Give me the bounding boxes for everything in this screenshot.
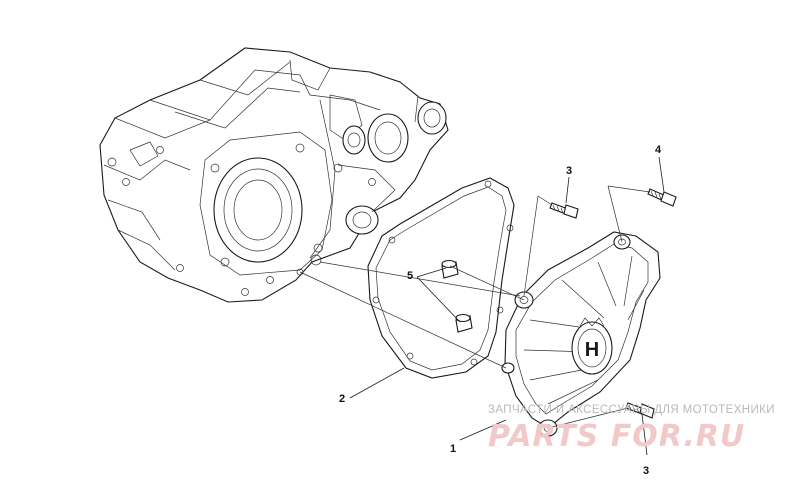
bolt-upper-4	[647, 188, 677, 207]
gasket	[367, 177, 515, 379]
logo-letter: H	[585, 339, 599, 361]
leader-lines	[299, 156, 665, 456]
callout-2: 2	[339, 393, 345, 405]
callout-3-lower: 3	[643, 465, 649, 477]
ignition-cover: H	[501, 231, 661, 437]
crankcase	[99, 47, 449, 303]
watermark: PARTS FOR.RU ЗАПЧАСТИ И АКСЕССУАРЫ ДЛЯ М…	[488, 404, 775, 454]
callout-labels: 3 4 5 2 1 3	[339, 144, 662, 477]
watermark-brand: PARTS FOR.RU	[488, 419, 745, 454]
callout-5: 5	[407, 270, 413, 282]
callout-4: 4	[655, 144, 662, 156]
callout-1: 1	[450, 443, 456, 455]
callout-3-upper: 3	[566, 165, 572, 177]
bolt-upper-3	[549, 202, 579, 219]
watermark-caption: ЗАПЧАСТИ И АКСЕССУАРЫ ДЛЯ МОТОТЕХНИКИ	[488, 404, 775, 416]
dowel-pins	[441, 259, 473, 333]
